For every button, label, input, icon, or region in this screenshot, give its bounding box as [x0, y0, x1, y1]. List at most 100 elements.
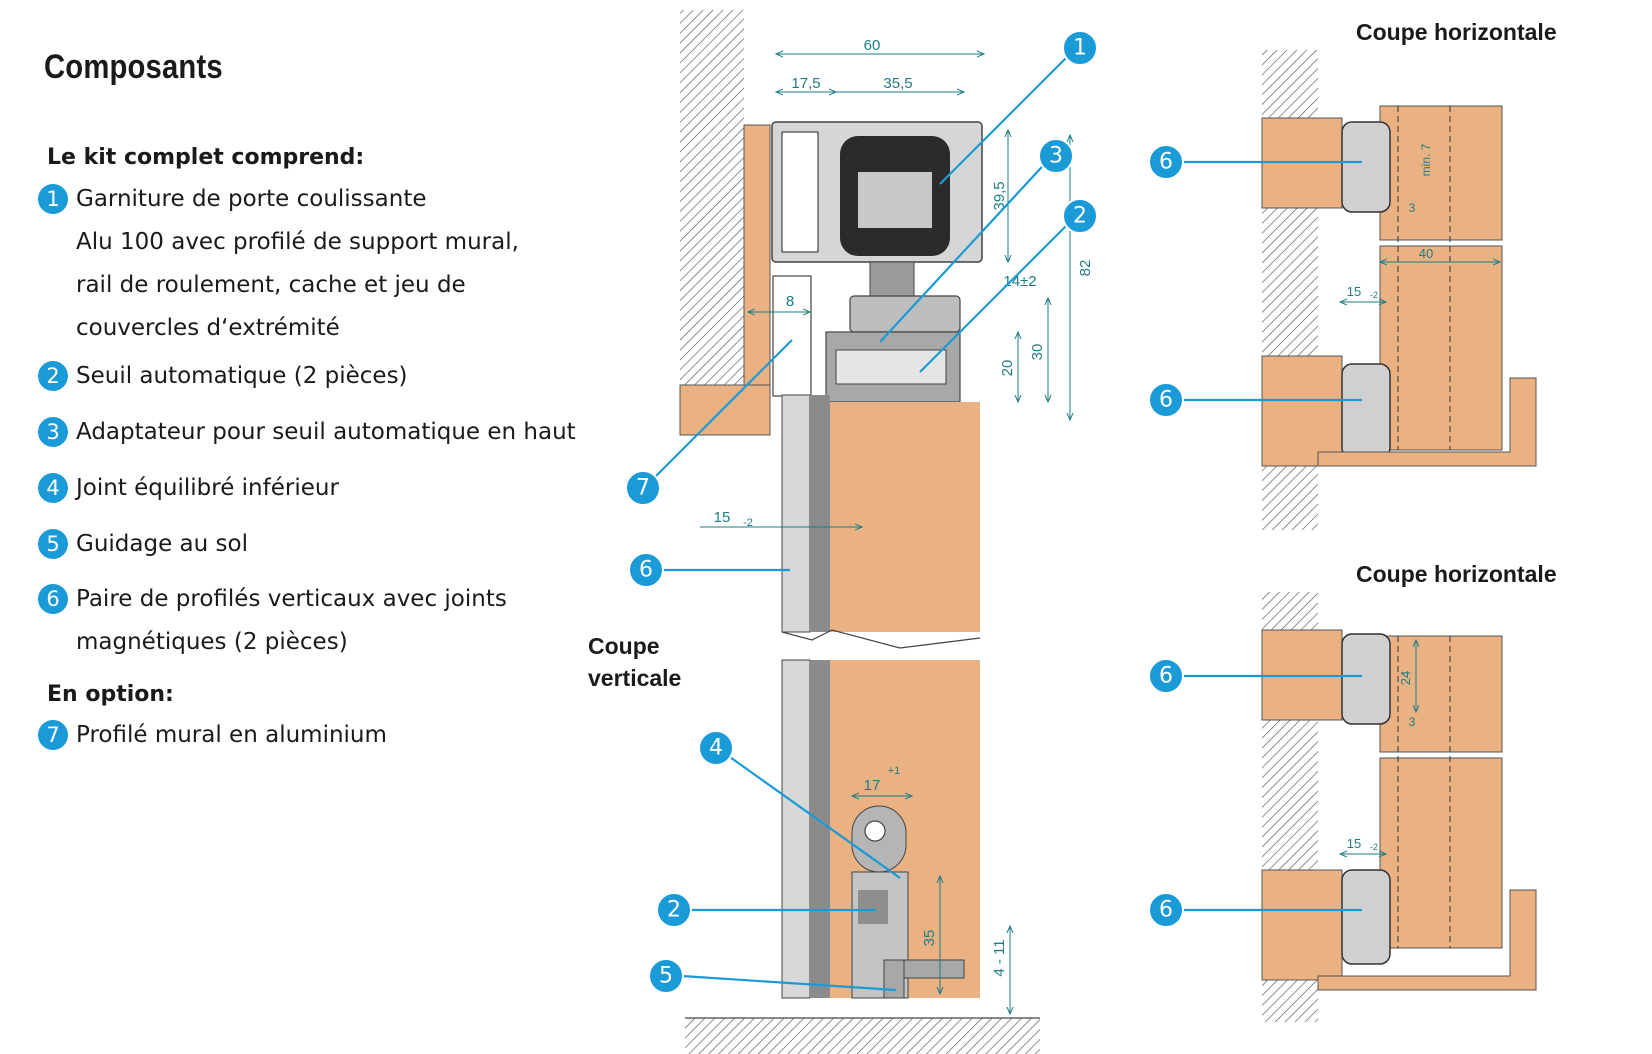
wall-beam: [679, 384, 771, 436]
callout-label: 3: [1049, 144, 1063, 169]
callout-2: [656, 892, 692, 928]
callout-label: 6: [1159, 388, 1173, 413]
dim-4-11: 4 - 11: [991, 939, 1008, 976]
dim-35-5: 35,5: [883, 75, 912, 92]
callout-label: 6: [1159, 664, 1173, 689]
item-label: Profilé mural en aluminium: [76, 722, 387, 748]
threshold-seal: [835, 349, 947, 385]
callouts-horizontal: 6 6 6 6: [1148, 144, 1362, 928]
roller: [858, 172, 932, 228]
callouts-vertical: 1 3 2 7 6 4 2 5: [625, 30, 1098, 994]
item-label: Paire de profilés verticaux avec joints …: [76, 586, 507, 655]
item-label: Seuil automatique (2 pièces): [76, 363, 408, 389]
dim-17: 17: [864, 777, 881, 794]
vertical-dimensions: 60 17,5 35,5 39,5 82 14±2 30 20 8 15 -2 …: [700, 37, 1094, 1014]
dim-15: 15: [1347, 836, 1361, 851]
wall-profile: [772, 275, 812, 397]
callout-6: [1148, 892, 1184, 928]
floor: [685, 1018, 1040, 1054]
callout-label: 6: [1159, 150, 1173, 175]
magnetic-seal: [810, 395, 830, 632]
number-badge: 7: [38, 720, 68, 750]
option-list-item: 7 Profilé mural en aluminium: [38, 714, 387, 757]
dim-tol-m2: -2: [1370, 290, 1378, 300]
dim-20: 20: [999, 360, 1016, 377]
door-leaf-top: [830, 402, 980, 632]
callout-6: [1148, 144, 1184, 180]
callout-label: 7: [636, 476, 650, 501]
number-badge: 6: [38, 584, 68, 614]
door-leaf: [1379, 245, 1503, 451]
horizontal-section-label: Coupe horizontale: [1356, 561, 1557, 587]
floor-guide-pin: [883, 959, 905, 999]
dim-3: 3: [1409, 715, 1416, 729]
list-item: 5 Guidage au sol: [38, 523, 248, 566]
kit-title: Le kit complet comprend:: [47, 145, 365, 170]
list-item: 2 Seuil automatique (2 pièces): [38, 355, 408, 398]
number-badge: 4: [38, 473, 68, 503]
dim-35: 35: [921, 930, 938, 947]
dim-30: 30: [1029, 344, 1046, 361]
jamb: [1261, 355, 1343, 467]
option-title: En option:: [47, 682, 174, 707]
callout-5: [648, 958, 684, 994]
door-leaf: [1379, 635, 1503, 753]
list-item: 3 Adaptateur pour seuil automatique en h…: [38, 411, 576, 454]
vertical-section: [679, 10, 1040, 1054]
list-item: 1 Garniture de porte coulissante Alu 100…: [38, 178, 519, 350]
horizontal-section-2: Coupe horizontale 24 3 15 -2: [1261, 561, 1557, 1022]
list-item: 4 Joint équilibré inférieur: [38, 467, 339, 510]
vertical-profile: [1341, 633, 1391, 725]
dim-tol-m2: -2: [1370, 842, 1378, 852]
callout-6: [628, 552, 664, 588]
horizontal-section-label: Coupe horizontale: [1356, 19, 1557, 45]
callout-label: 5: [659, 964, 673, 989]
frame-return: [1317, 377, 1537, 467]
dim-tol-m2: -2: [743, 517, 753, 529]
vertical-section-label: verticale: [588, 665, 681, 691]
vertical-profile: [1341, 121, 1391, 213]
callout-label: 4: [709, 736, 723, 761]
dim-17-5: 17,5: [791, 75, 820, 92]
door-leaf: [1379, 105, 1503, 241]
frame-return: [1317, 889, 1537, 991]
dim-15: 15: [1347, 284, 1361, 299]
number-badge: 2: [38, 361, 68, 391]
item-label: Garniture de porte coulissante Alu 100 a…: [76, 186, 519, 341]
threshold-insert: [858, 890, 888, 924]
dim-39-5: 39,5: [991, 181, 1008, 210]
dim-15: 15: [714, 509, 731, 526]
dim-tol-p1: +1: [888, 765, 901, 777]
list-item: 6 Paire de profilés verticaux avec joint…: [38, 578, 507, 664]
callout-3: [1038, 138, 1074, 174]
callout-6: [1148, 382, 1184, 418]
door-leaf: [1379, 757, 1503, 949]
callout-6: [1148, 658, 1184, 694]
callout-1: [1062, 30, 1098, 66]
callout-4: [698, 730, 734, 766]
callout-label: 6: [639, 558, 653, 583]
horizontal-section-1: Coupe horizontale min. 7 3 40 15 -2: [1261, 19, 1557, 530]
ceiling-wall: [680, 10, 744, 410]
dim-82: 82: [1077, 260, 1094, 277]
dim-8: 8: [786, 293, 794, 310]
page-title: Composants: [44, 48, 223, 86]
vertical-profile: [781, 394, 811, 633]
vertical-profile: [781, 659, 811, 999]
vertical-section-label: Coupe: [588, 633, 660, 659]
profile-chamber: [781, 131, 819, 253]
dim-24: 24: [1398, 671, 1413, 685]
item-label: Joint équilibré inférieur: [76, 475, 339, 501]
jamb: [1261, 869, 1343, 981]
hanger-bolt: [869, 261, 915, 299]
magnetic-seal: [810, 660, 830, 998]
callout-7: [625, 470, 661, 506]
dim-3: 3: [1409, 201, 1416, 215]
vertical-profile: [1341, 363, 1391, 459]
callout-2: [1062, 198, 1098, 234]
callout-label: 6: [1159, 898, 1173, 923]
callout-label: 2: [667, 898, 681, 923]
number-badge: 5: [38, 529, 68, 559]
item-label: Adaptateur pour seuil automatique en hau…: [76, 419, 576, 445]
item-label: Guidage au sol: [76, 531, 248, 557]
